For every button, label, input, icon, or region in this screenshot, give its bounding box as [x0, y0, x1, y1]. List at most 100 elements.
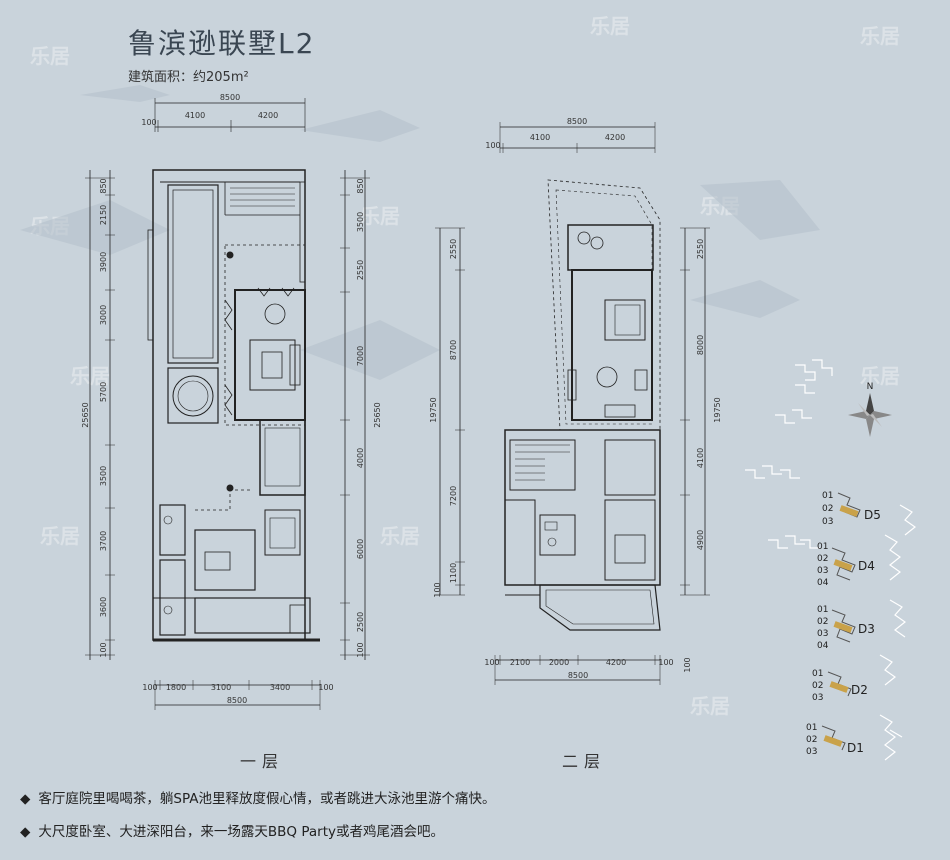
svg-text:03: 03 [817, 566, 828, 576]
svg-text:850: 850 [99, 178, 108, 193]
svg-text:03: 03 [806, 747, 817, 757]
svg-text:100: 100 [141, 118, 156, 127]
svg-text:01: 01 [817, 542, 828, 552]
site-group-d4: 01 02 03 04 D4 [817, 542, 875, 588]
svg-text:4000: 4000 [356, 448, 365, 468]
svg-text:3600: 3600 [99, 597, 108, 617]
background-decoration [20, 85, 820, 380]
svg-text:04: 04 [817, 578, 829, 588]
svg-text:1100: 1100 [449, 563, 458, 583]
svg-text:02: 02 [822, 504, 833, 514]
svg-text:7000: 7000 [356, 346, 365, 366]
svg-text:4200: 4200 [606, 658, 626, 667]
svg-text:100: 100 [99, 642, 108, 657]
svg-text:100: 100 [318, 683, 333, 692]
second-floor-plan [435, 122, 710, 685]
svg-text:850: 850 [356, 178, 365, 193]
compass-icon: N [848, 382, 892, 437]
svg-text:4100: 4100 [696, 448, 705, 468]
feature-text: 客厅庭院里喝喝茶，躺SPA池里释放度假心情，或者跳进大泳池里游个痛快。 [38, 791, 496, 807]
svg-text:2100: 2100 [510, 658, 530, 667]
svg-text:100: 100 [142, 683, 157, 692]
svg-text:25650: 25650 [373, 402, 382, 427]
svg-text:02: 02 [806, 735, 817, 745]
watermark: 乐居 [690, 694, 730, 718]
svg-text:4100: 4100 [530, 133, 550, 142]
watermark: 乐居 [380, 524, 420, 548]
watermark: 乐居 [860, 364, 900, 388]
svg-text:3500: 3500 [99, 466, 108, 486]
svg-text:100: 100 [484, 658, 499, 667]
svg-text:4200: 4200 [605, 133, 625, 142]
site-plan: N 01 02 03 [745, 359, 917, 761]
svg-text:02: 02 [817, 554, 828, 564]
second-floor-dimension-labels: 8500 100 4100 4200 100 2100 2000 4200 10… [429, 117, 722, 680]
svg-text:8700: 8700 [449, 340, 458, 360]
svg-text:03: 03 [812, 693, 823, 703]
svg-text:6000: 6000 [356, 539, 365, 559]
watermark: 乐居 [860, 24, 900, 48]
site-group-d2: 01 02 03 D2 [812, 669, 868, 703]
svg-text:3500: 3500 [356, 212, 365, 232]
first-floor-label: 一层 [240, 752, 285, 771]
svg-text:01: 01 [806, 723, 817, 733]
svg-text:01: 01 [812, 669, 823, 679]
feature-bullet: ◆大尺度卧室、大进深阳台，来一场露天BBQ Party或者鸡尾酒会吧。 [20, 820, 444, 840]
svg-text:4900: 4900 [696, 530, 705, 550]
site-group-d5: 01 02 03 D5 [822, 491, 881, 527]
svg-text:4200: 4200 [258, 111, 278, 120]
svg-text:8500: 8500 [567, 117, 587, 126]
svg-text:2000: 2000 [549, 658, 569, 667]
diamond-icon: ◆ [20, 791, 31, 807]
svg-text:8500: 8500 [220, 93, 240, 102]
svg-text:2550: 2550 [356, 260, 365, 280]
first-floor-dimension-labels: 8500 100 4100 4200 100 1800 3100 3400 10… [81, 93, 382, 705]
svg-text:19750: 19750 [429, 397, 438, 422]
svg-text:3400: 3400 [270, 683, 290, 692]
svg-text:01: 01 [822, 491, 833, 501]
svg-text:100: 100 [658, 658, 673, 667]
svg-text:03: 03 [822, 517, 833, 527]
svg-text:1800: 1800 [166, 683, 186, 692]
svg-text:8500: 8500 [227, 696, 247, 705]
svg-text:02: 02 [812, 681, 823, 691]
site-group-d3: 01 02 03 04 D3 [817, 605, 875, 651]
feature-bullet: ◆ 客厅庭院里喝喝茶，躺SPA池里释放度假心情，或者跳进大泳池里游个痛快。 [20, 787, 495, 807]
svg-text:8000: 8000 [696, 335, 705, 355]
svg-text:19750: 19750 [713, 397, 722, 422]
svg-text:3000: 3000 [99, 305, 108, 325]
svg-text:D5: D5 [864, 508, 881, 522]
svg-text:02: 02 [817, 617, 828, 627]
building-area: 建筑面积：约205m² [128, 70, 249, 85]
second-floor-label: 二层 [562, 752, 607, 771]
watermark: 乐居 [30, 44, 70, 68]
svg-text:2500: 2500 [356, 612, 365, 632]
svg-text:5700: 5700 [99, 382, 108, 402]
svg-text:100: 100 [485, 141, 500, 150]
svg-text:03: 03 [817, 629, 828, 639]
svg-text:N: N [867, 382, 874, 392]
svg-text:01: 01 [817, 605, 828, 615]
svg-text:04: 04 [817, 641, 829, 651]
svg-text:2150: 2150 [99, 205, 108, 225]
svg-text:25650: 25650 [81, 402, 90, 427]
svg-text:D2: D2 [851, 683, 868, 697]
page-title: 鲁滨逊联墅L2 [128, 27, 316, 60]
svg-text:D4: D4 [858, 559, 875, 573]
svg-text:3100: 3100 [211, 683, 231, 692]
svg-text:2550: 2550 [696, 239, 705, 259]
svg-text:4100: 4100 [185, 111, 205, 120]
svg-text:3900: 3900 [99, 252, 108, 272]
svg-text:100: 100 [433, 582, 442, 597]
site-group-d1: 01 02 03 D1 [806, 723, 864, 757]
svg-text:3700: 3700 [99, 531, 108, 551]
watermark: 乐居 [590, 14, 630, 38]
svg-text:100: 100 [683, 657, 692, 672]
watermark: 乐居 [40, 524, 80, 548]
watermark: 乐居 [360, 204, 400, 228]
first-floor-plan [85, 98, 370, 710]
svg-text:2550: 2550 [449, 239, 458, 259]
svg-text:D1: D1 [847, 741, 864, 755]
svg-text:100: 100 [356, 642, 365, 657]
